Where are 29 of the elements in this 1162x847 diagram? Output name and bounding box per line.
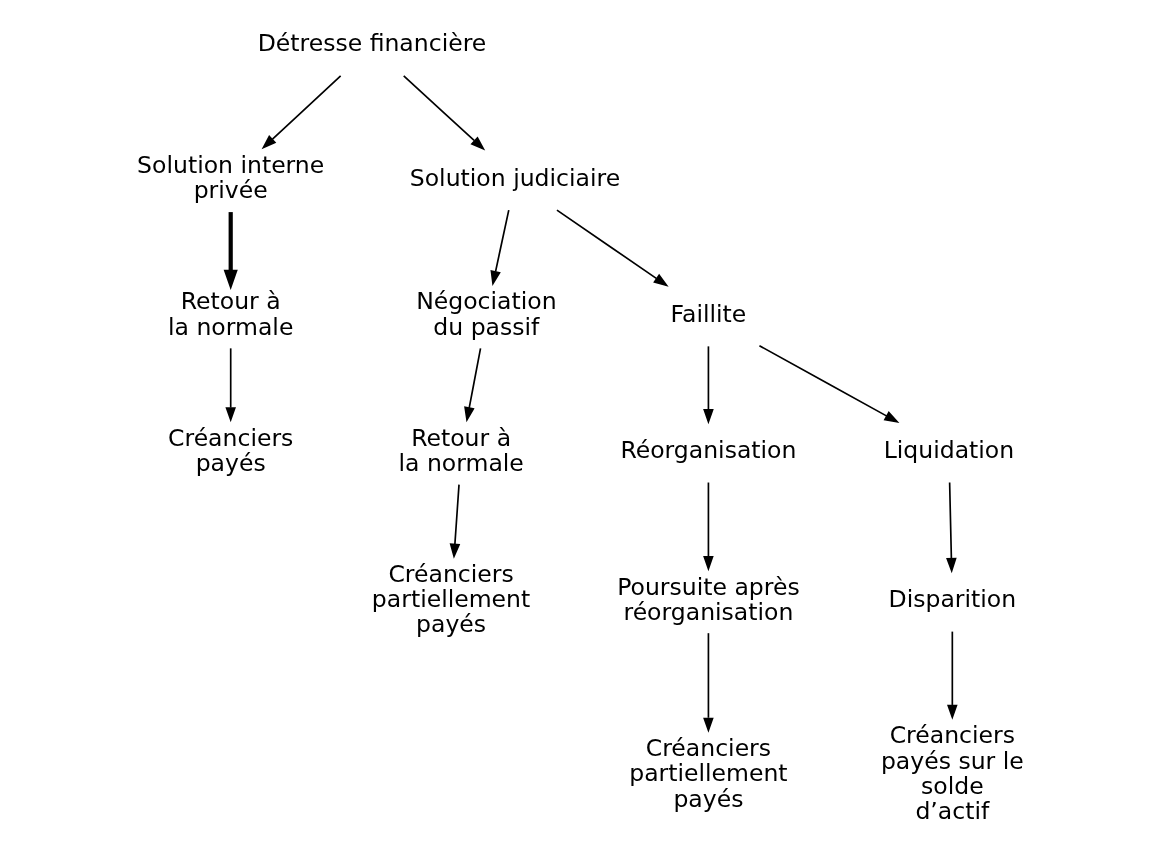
node-text: Détresse financière	[257, 29, 487, 58]
arrow	[449, 483, 461, 559]
node-text: Solution judiciaire	[409, 163, 621, 192]
node-text: Créanciers partiellement payés	[629, 734, 788, 813]
node-text: Créanciers partiellement payés	[371, 559, 531, 639]
node-text: Réorganisation	[620, 436, 797, 465]
arrow	[261, 75, 342, 150]
node-text: Liquidation	[883, 436, 1015, 465]
node-text: Créanciers payés sur le solde d’actif	[880, 721, 1024, 826]
arrow	[946, 481, 957, 574]
arrow	[556, 209, 669, 287]
arrow	[758, 344, 900, 424]
node-text: Solution interne privée	[137, 151, 325, 205]
node-text: Disparition	[888, 585, 1017, 614]
arrow	[225, 347, 236, 423]
arrow	[703, 345, 714, 425]
arrow	[947, 630, 958, 720]
arrow	[490, 209, 510, 286]
node-text: Retour à la normale	[398, 423, 524, 477]
node-text: Créanciers payés	[168, 423, 294, 477]
node-text: Retour à la normale	[168, 287, 294, 341]
arrow	[223, 212, 238, 290]
node-text: Négociation du passif	[416, 287, 557, 341]
arrow	[703, 481, 714, 572]
arrow	[402, 75, 486, 151]
arrow	[703, 632, 714, 733]
node-text: Faillite	[670, 300, 747, 329]
arrow	[464, 347, 482, 423]
node-text: Poursuite après réorganisation	[617, 572, 800, 626]
